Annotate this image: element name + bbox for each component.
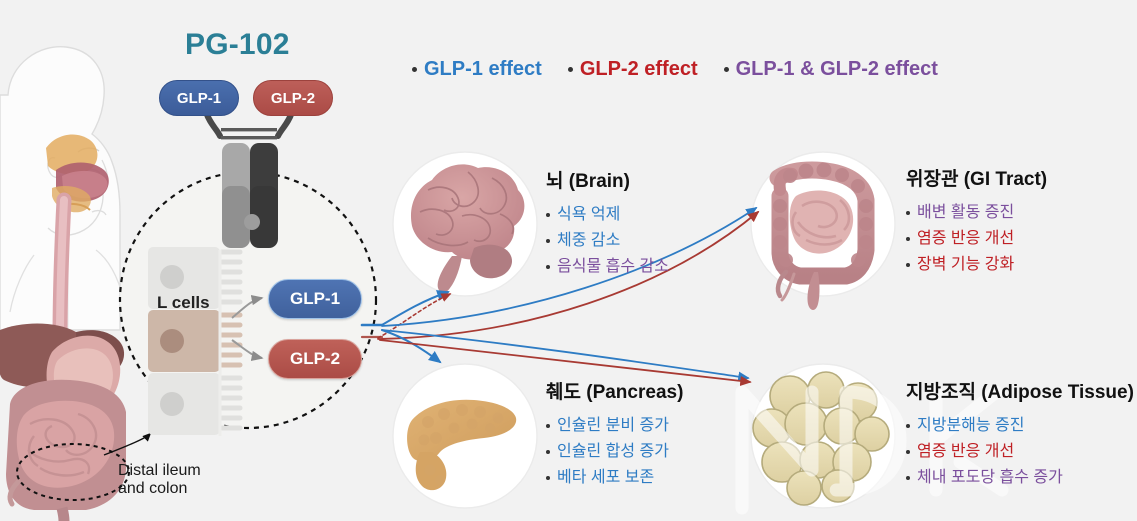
organ-circle-brain: [392, 151, 538, 297]
organ-panel-brain: 뇌 (Brain) 식욕 억제 체중 감소 음식물 흡수 감소: [546, 166, 669, 280]
arrow-blue-adipose: [381, 329, 750, 382]
effect-text: 배변 활동 증진: [917, 204, 1015, 221]
arrow-red-adipose: [379, 339, 752, 387]
effect-item: 염증 반응 개선: [906, 226, 1047, 252]
effect-text: 염증 반응 개선: [917, 229, 1015, 247]
bullet-icon: [546, 264, 550, 269]
effect-item: 체내 포도당 흡수 증가: [906, 465, 1134, 491]
bullet-icon: [906, 236, 910, 241]
bullet-icon: [546, 213, 550, 217]
legend-label-glp2: GLP-2 effect: [579, 58, 698, 80]
secreted-glp2-pill: GLP-2: [268, 339, 362, 379]
effect-text: 음식물 흡수 감소: [557, 257, 669, 275]
esophagus-illustration: [52, 192, 72, 348]
intestinal-epithelium-illustration: [148, 247, 243, 436]
organ-effects-adipose: 지방분해능 증진 염증 반응 개선 체내 포도당 흡수 증가: [906, 413, 1134, 491]
legend-item-glp2: GLP-2 effect: [567, 58, 698, 81]
organ-panel-pancreas: 췌도 (Pancreas) 인슐린 분비 증가 인슐린 합성 증가 베타 세포 …: [546, 377, 683, 491]
legend-bullet-icon: [567, 67, 573, 72]
effect-item: 인슐린 분비 증가: [546, 413, 683, 439]
magnify-leader-line: [103, 432, 152, 456]
organ-title-gi-tract: 위장관 (GI Tract): [906, 169, 1048, 190]
effect-item: 체중 감소: [546, 228, 669, 254]
organ-effects-brain: 식욕 억제 체중 감소 음식물 흡수 감소: [546, 202, 669, 280]
secretion-arrow-glp2: [231, 339, 264, 362]
organ-effects-gi-tract: 배변 활동 증진 염증 반응 개선 장벽 기능 강화: [906, 200, 1047, 278]
bullet-icon: [546, 424, 550, 428]
organ-title-pancreas: 췌도 (Pancreas): [546, 382, 684, 403]
organ-title-brain: 뇌 (Brain): [546, 171, 630, 192]
effect-arrows: [360, 207, 760, 387]
organ-panel-gi-tract: 위장관 (GI Tract) 배변 활동 증진 염증 반응 개선 장벽 기능 강…: [906, 164, 1047, 278]
legend-bullet-icon: [412, 67, 417, 72]
legend-label-both: GLP-1 & GLP-2 effect: [735, 58, 938, 80]
effect-item: 식욕 억제: [546, 202, 669, 228]
molecule-arm-glp2: GLP-2: [253, 80, 333, 116]
bullet-icon: [546, 449, 550, 454]
effect-text: 체내 포도당 흡수 증가: [917, 468, 1063, 486]
effect-text: 장벽 기능 강화: [917, 255, 1015, 273]
organ-title-adipose: 지방조직 (Adipose Tissue): [906, 382, 1134, 403]
legend-item-both: GLP-1 & GLP-2 effect: [723, 58, 938, 81]
arrow-red-brain: [377, 293, 452, 339]
bullet-icon: [906, 211, 910, 215]
effect-item: 배변 활동 증진: [906, 200, 1047, 226]
annotation-line-1: Distal ileum: [118, 462, 201, 479]
effect-item: 음식물 흡수 감소: [546, 254, 669, 280]
effect-text: 인슐린 분비 증가: [557, 417, 669, 434]
l-cells-label: L cells: [157, 293, 210, 312]
legend-item-glp1: GLP-1 effect: [412, 58, 542, 81]
legend: GLP-1 effect GLP-2 effect GLP-1 & GLP-2 …: [412, 58, 938, 81]
legend-label-glp1: GLP-1 effect: [424, 58, 542, 80]
organ-circle-pancreas: [392, 363, 538, 509]
effect-text: 염증 반응 개선: [917, 442, 1015, 460]
bullet-icon: [546, 238, 550, 243]
annotation-line-2: and colon: [118, 480, 188, 498]
effect-text: 식욕 억제: [557, 206, 621, 223]
bullet-icon: [906, 262, 910, 267]
organ-panel-adipose: 지방조직 (Adipose Tissue) 지방분해능 증진 염증 반응 개선 …: [906, 377, 1134, 491]
page-title: PG-102: [185, 28, 290, 61]
bullet-icon: [546, 475, 550, 480]
bullet-icon: [906, 475, 910, 480]
secreted-glp1-pill: GLP-1: [268, 279, 362, 319]
effect-text: 체중 감소: [557, 231, 621, 249]
oral-cavity-illustration: [46, 134, 109, 213]
legend-bullet-icon: [723, 67, 729, 72]
organ-circle-gi-tract: [750, 151, 896, 310]
effect-item: 염증 반응 개선: [906, 439, 1134, 465]
effect-item: 인슐린 합성 증가: [546, 439, 683, 465]
effect-item: 지방분해능 증진: [906, 413, 1134, 439]
abdominal-organs-illustration: [0, 323, 126, 521]
distal-ileum-highlight: [16, 443, 130, 501]
effect-text: 지방분해능 증진: [917, 417, 1025, 434]
arrow-blue-gi: [381, 207, 758, 327]
organ-effects-pancreas: 인슐린 분비 증가 인슐린 합성 증가 베타 세포 보존: [546, 413, 683, 491]
distal-ileum-annotation: Distal ileum and colon: [118, 462, 201, 499]
watermark: [735, 385, 1009, 515]
secretion-arrow-glp1: [231, 294, 264, 319]
molecule-arm-glp1: GLP-1: [159, 80, 239, 116]
effect-item: 베타 세포 보존: [546, 465, 683, 491]
pg102-molecule-illustration: [203, 109, 295, 248]
effect-text: 베타 세포 보존: [557, 468, 655, 486]
bullet-icon: [906, 449, 910, 454]
bullet-icon: [906, 424, 910, 428]
effect-item: 장벽 기능 강화: [906, 252, 1047, 278]
effect-text: 인슐린 합성 증가: [557, 442, 669, 460]
